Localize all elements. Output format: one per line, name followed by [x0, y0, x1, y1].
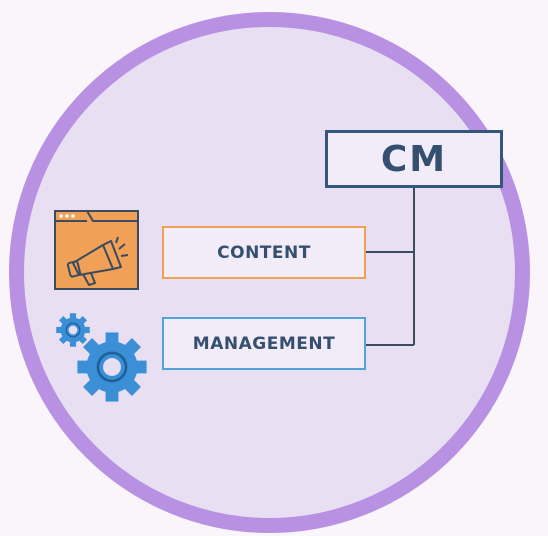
- node-management: MANAGEMENT: [162, 317, 366, 370]
- content-node-label: CONTENT: [217, 242, 311, 263]
- root-node-cm: CM: [325, 130, 503, 188]
- root-node-label: CM: [380, 138, 448, 180]
- node-content: CONTENT: [162, 226, 366, 279]
- management-node-label: MANAGEMENT: [192, 333, 336, 354]
